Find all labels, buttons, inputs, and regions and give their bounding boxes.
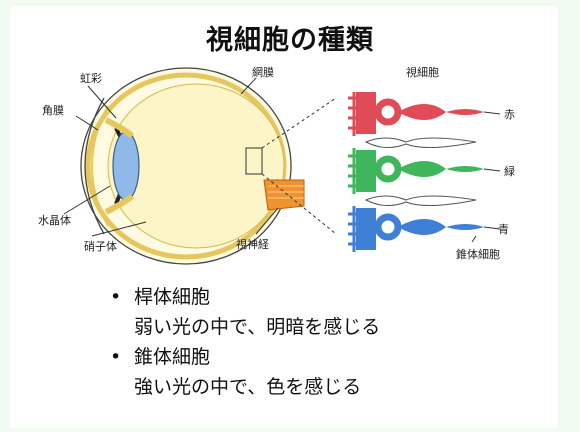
bullet-dot: • [110,346,122,368]
optic-nerve [263,179,305,211]
bullet-desc: 弱い光の中で、明暗を感じる [134,316,381,338]
label-lens: 水晶体 [38,213,71,227]
bullet-desc: 強い光の中で、色を感じる [134,376,362,398]
cornea [84,97,105,235]
photoreceptor-cells [348,92,484,252]
label-vitreous: 硝子体 [84,239,117,253]
label-optic-nerve: 視神経 [236,237,269,251]
slide-title: 視細胞の種類 [206,25,374,56]
label-blue: 青 [498,223,509,236]
bullet-term: 錐体細胞 [134,346,211,368]
bullet-rod: • 桿体細胞 [110,282,550,312]
label-cone: 錐体細胞 [456,247,500,261]
red-cone-cell [374,98,402,126]
green-cone-cell [374,155,402,183]
eyeball [80,67,292,265]
label-iris: 虹彩 [80,72,102,85]
label-red: 赤 [504,108,515,121]
zoom-region [245,147,263,175]
blue-cone-cell [374,213,402,241]
bullet-cone: • 錐体細胞 [110,342,550,372]
lens [112,131,140,201]
bullet-dot: • [110,286,122,308]
label-photoreceptors: 視細胞 [406,65,439,79]
bullet-list: • 桿体細胞 弱い光の中で、明暗を感じる • 錐体細胞 強い光の中で、色を感じる [110,282,550,402]
bullet-term: 桿体細胞 [134,286,211,308]
label-green: 緑 [504,164,515,178]
label-retina: 網膜 [252,65,274,79]
label-cornea: 角膜 [42,104,64,117]
eye-diagram: 虹彩 角膜 水晶体 硝子体 網膜 視神経 視細胞 赤 緑 青 錐体細胞 [38,65,515,265]
